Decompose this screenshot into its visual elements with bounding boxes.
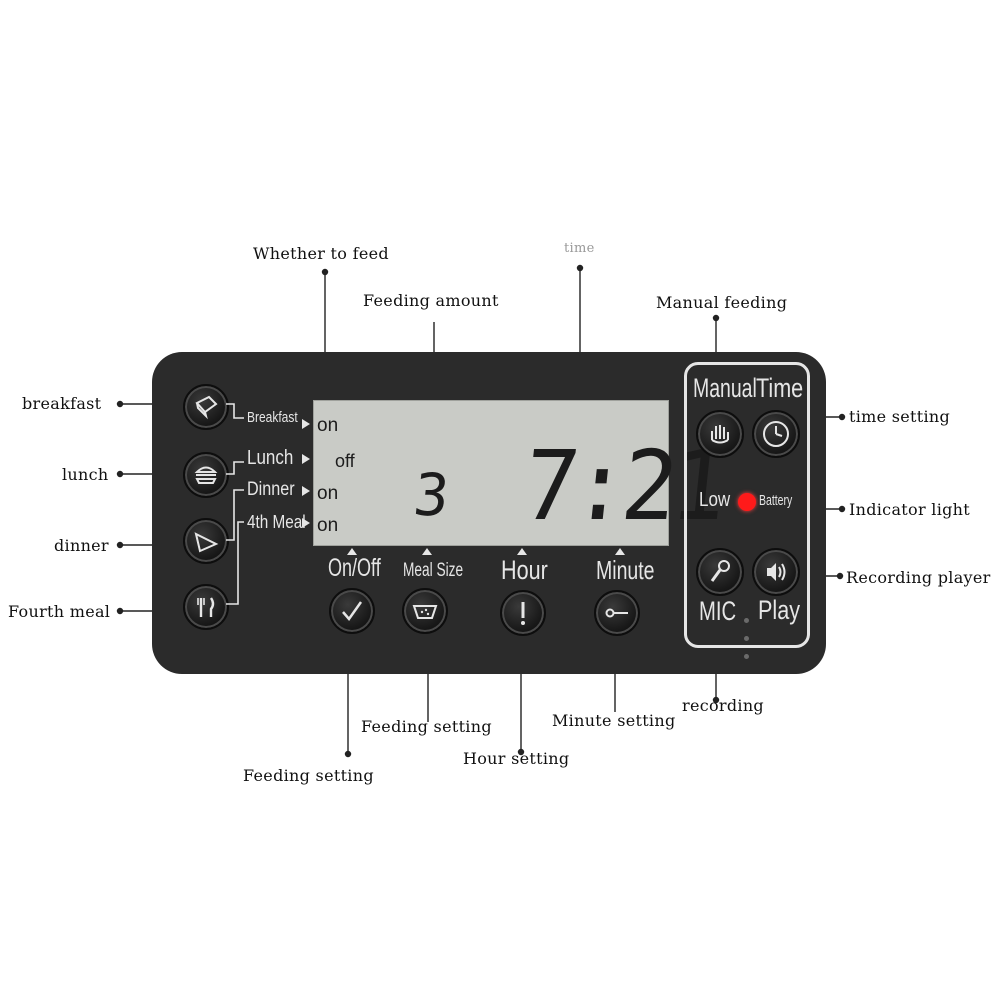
time-label: Time — [756, 373, 804, 403]
fourth-meal-button[interactable] — [183, 584, 229, 630]
on-off-button[interactable] — [329, 588, 375, 634]
lcd-breakfast-state: on — [317, 415, 339, 436]
bowl-icon — [412, 605, 438, 619]
minute-button[interactable] — [594, 590, 640, 636]
callout-indicator-light: Indicator light — [849, 500, 970, 519]
callout-fourth-meal: Fourth meal — [8, 602, 111, 621]
callout-hour-setting: Hour setting — [463, 749, 570, 768]
play-button[interactable] — [752, 548, 800, 596]
play-label: Play — [758, 595, 801, 625]
pizza-slice-icon — [194, 532, 219, 553]
time-button[interactable] — [752, 410, 800, 458]
exclamation-icon — [521, 602, 525, 625]
callout-dinner: dinner — [54, 536, 109, 555]
hour-button[interactable] — [500, 590, 546, 636]
hand-icon — [711, 425, 729, 444]
meal-label-breakfast: Breakfast — [247, 409, 298, 426]
callout-feeding-setting-lower: Feeding setting — [243, 766, 374, 785]
burger-icon — [194, 466, 218, 484]
on-off-indicator-arrow — [347, 548, 357, 555]
meal-size-indicator-arrow — [422, 548, 432, 555]
lcd-dinner-state: on — [317, 483, 339, 504]
lcd-meal-size: 3 — [410, 461, 453, 529]
lcd-4th-meal-state: on — [317, 515, 339, 536]
lcd-display — [313, 400, 669, 546]
lunch-button[interactable] — [183, 452, 229, 498]
right-control-frame — [684, 362, 810, 648]
meal-label-lunch: Lunch — [247, 447, 294, 469]
mic-hole — [744, 618, 749, 623]
callout-time-setting: time setting — [849, 407, 951, 426]
mic-label: MIC — [699, 596, 737, 626]
breakfast-button[interactable] — [183, 384, 229, 430]
toast-icon — [195, 395, 218, 420]
microphone-icon — [710, 560, 730, 582]
hour-indicator-arrow — [517, 548, 527, 555]
callout-recording: recording — [682, 696, 764, 715]
meal-label-dinner: Dinner — [247, 479, 295, 500]
minute-label: Minute — [596, 555, 655, 585]
callout-breakfast: breakfast — [22, 394, 102, 413]
manual-label: Manual — [693, 373, 757, 403]
callout-whether-to-feed: Whether to feed — [253, 244, 389, 263]
callout-recording-player: Recording player — [846, 568, 991, 587]
mic-button[interactable] — [696, 548, 744, 596]
minute-indicator-arrow — [615, 548, 625, 555]
mic-hole — [744, 636, 749, 641]
key-icon — [605, 608, 628, 618]
low-battery-led — [738, 493, 756, 511]
callout-manual-feeding: Manual feeding — [656, 293, 788, 312]
low-battery-low-label: Low — [699, 489, 731, 511]
speaker-icon — [767, 563, 786, 581]
mic-hole — [744, 654, 749, 659]
meal-size-label: Meal Size — [403, 560, 464, 581]
callout-feeding-amount: Feeding amount — [363, 291, 499, 310]
dinner-button[interactable] — [183, 518, 229, 564]
meal-label-4th-meal: 4th Meal — [247, 512, 306, 532]
low-battery-battery-label: Battery — [759, 492, 793, 509]
clock-icon — [763, 421, 789, 447]
meal-size-button[interactable] — [402, 588, 448, 634]
callout-time: time — [564, 241, 595, 256]
callout-feeding-setting-upper: Feeding setting — [361, 717, 492, 736]
hour-label: Hour — [501, 555, 548, 585]
lcd-lunch-state: off — [335, 451, 355, 471]
checkmark-icon — [342, 601, 363, 622]
manual-feed-button[interactable] — [696, 410, 744, 458]
on-off-label: On/Off — [328, 554, 381, 582]
fork-knife-icon — [197, 597, 215, 617]
callout-lunch: lunch — [62, 465, 109, 484]
callout-minute-setting: Minute setting — [552, 711, 676, 730]
